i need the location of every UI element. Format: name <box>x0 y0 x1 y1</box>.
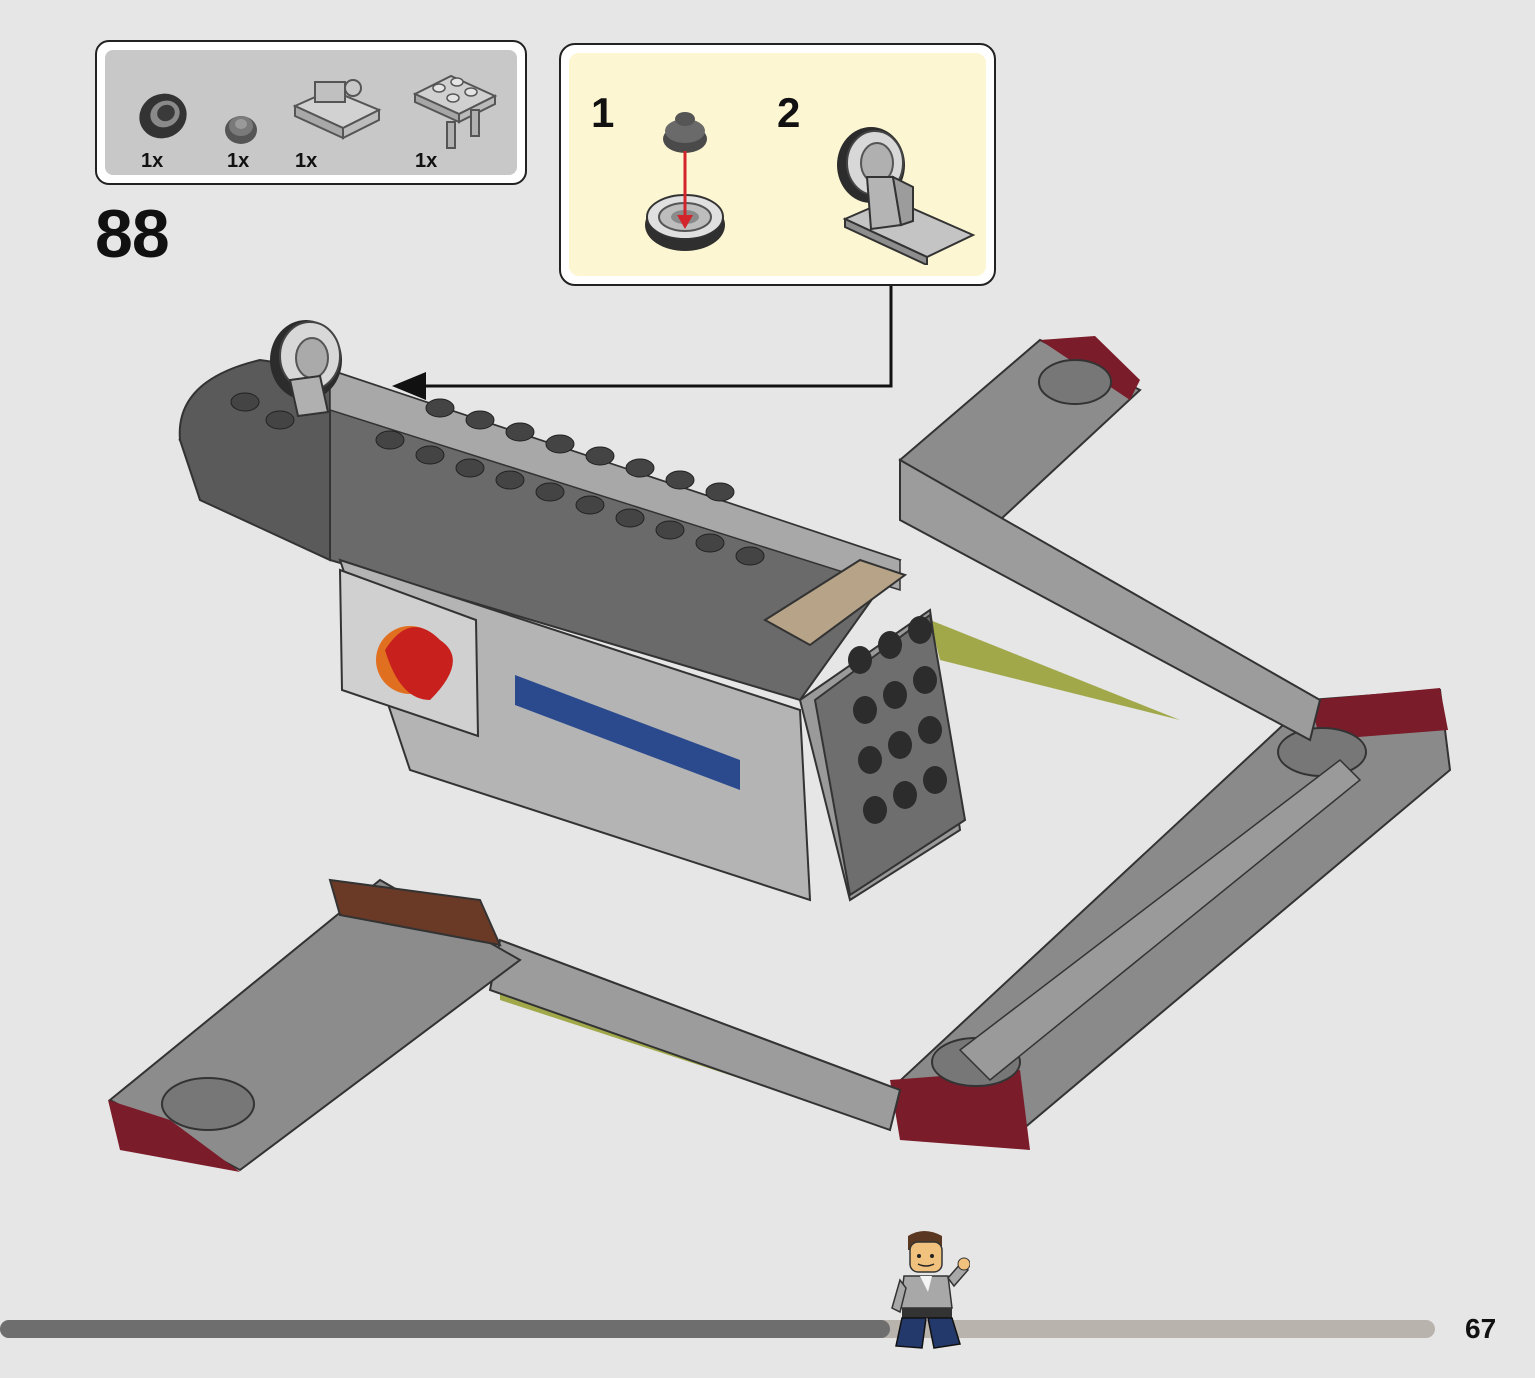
parts-list-panel: 1x 1x 1x 1x <box>95 40 527 185</box>
substep-1-number: 1 <box>591 89 615 136</box>
wheel-hub-part-icon <box>225 116 257 144</box>
sub-assembly-callout: 1 2 <box>559 43 996 286</box>
wheel-holder-part-icon <box>292 79 382 140</box>
tire-part-icon <box>139 93 187 139</box>
tire-quantity: 1x <box>141 150 164 172</box>
parts-list-background: 1x 1x 1x 1x <box>105 50 517 175</box>
wheel-on-holder-illustration <box>837 127 976 265</box>
build-progress-bar <box>0 1320 1435 1338</box>
clip-plate-quantity: 1x <box>415 150 438 172</box>
minifigure-progress-marker <box>891 1231 970 1349</box>
wheel-holder-quantity: 1x <box>295 150 318 172</box>
page-number: 67 <box>1465 1313 1497 1344</box>
clip-plate-part-icon <box>412 74 498 149</box>
step-number: 88 <box>95 196 170 272</box>
wheel-hub-quantity: 1x <box>227 150 250 172</box>
hub-into-tire-illustration <box>645 112 725 251</box>
substep-2-number: 2 <box>777 89 801 136</box>
lego-model-illustration <box>108 320 1452 1172</box>
callout-background: 1 2 <box>569 53 986 276</box>
